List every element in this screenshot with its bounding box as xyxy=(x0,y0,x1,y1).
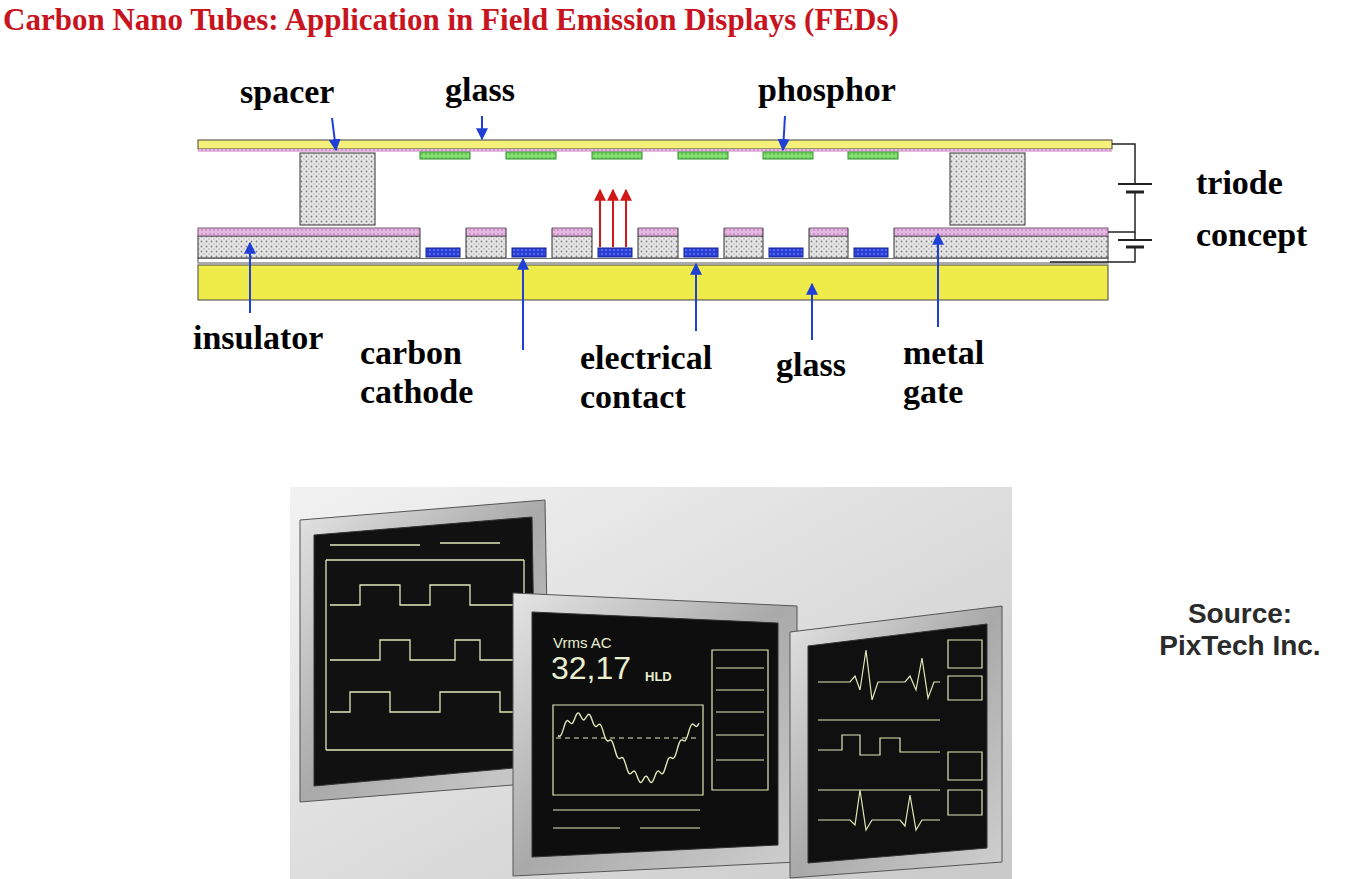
battery-symbol xyxy=(1118,239,1152,241)
part-label: spacer xyxy=(240,72,334,111)
screen-trace xyxy=(556,738,700,739)
carbon-cathode xyxy=(598,248,632,257)
screen-trace xyxy=(558,713,699,783)
screen-trace xyxy=(818,789,940,790)
part-label: glass xyxy=(445,70,515,109)
source-note: Source: PixTech Inc. xyxy=(1140,598,1340,662)
display-screen xyxy=(532,612,778,857)
screen-trace xyxy=(818,719,940,720)
spacer-block xyxy=(300,153,375,225)
leader-arrow xyxy=(783,116,785,150)
screen-trace xyxy=(818,735,940,755)
cavity-wall xyxy=(506,228,552,258)
screen-trace xyxy=(948,790,982,815)
display-screen xyxy=(314,517,536,786)
phosphor-strip xyxy=(420,152,470,159)
leader-arrow xyxy=(695,264,697,331)
carbon-cathode xyxy=(684,248,718,257)
carbon-cathode xyxy=(426,248,460,257)
part-label: metal gate xyxy=(903,333,1003,411)
part-label: insulator xyxy=(193,318,323,357)
leader-arrow xyxy=(811,284,813,340)
part-label: glass xyxy=(776,345,846,384)
cavity xyxy=(592,227,638,258)
cavity-wall xyxy=(848,228,894,258)
screen-trace xyxy=(553,810,700,828)
screen-text: HLD xyxy=(645,670,672,685)
emission-arrow xyxy=(612,190,614,247)
leader-arrow xyxy=(332,118,336,150)
cavity-wall xyxy=(592,228,638,258)
phosphor-strip xyxy=(592,152,642,159)
leader-arrow xyxy=(937,234,939,327)
carbon-cathode xyxy=(512,248,546,257)
wire xyxy=(1050,247,1135,262)
screen-trace xyxy=(948,752,982,780)
part-label: carbon cathode xyxy=(360,333,485,411)
metal-gate-layer xyxy=(198,228,1108,236)
part-label: phosphor xyxy=(758,70,896,109)
screen-trace xyxy=(326,559,524,560)
screen-text: 32,17 xyxy=(551,650,631,687)
spacer-block xyxy=(950,153,1025,225)
display-photo xyxy=(290,487,1012,879)
display-frame xyxy=(790,606,1002,878)
wire xyxy=(1108,192,1135,232)
screen-trace xyxy=(330,585,524,605)
contact-layer xyxy=(198,258,1108,263)
cavity-wall xyxy=(678,228,724,258)
screen-trace xyxy=(818,790,940,830)
screen-trace xyxy=(440,542,500,543)
photo-background xyxy=(290,487,1012,879)
screen-trace xyxy=(948,676,982,700)
cavity xyxy=(506,227,552,258)
display-screen xyxy=(808,624,987,863)
screen-trace xyxy=(330,544,420,545)
screen-trace xyxy=(553,705,703,795)
bottom-glass xyxy=(198,265,1108,300)
leader-arrow xyxy=(249,243,251,313)
screen-trace xyxy=(330,640,524,660)
wire xyxy=(1134,232,1136,240)
cavity xyxy=(763,227,809,258)
screen-trace xyxy=(716,668,764,760)
screen-trace xyxy=(948,640,982,668)
phosphor-strip xyxy=(678,152,728,159)
battery-symbol xyxy=(1118,183,1152,185)
phosphor-strip xyxy=(848,152,898,159)
carbon-cathode xyxy=(769,248,803,257)
carbon-cathode xyxy=(854,248,888,257)
lines xyxy=(250,116,1152,350)
insulator-layer xyxy=(198,236,1108,258)
part-label: electrical contact xyxy=(580,338,730,416)
leader-arrow xyxy=(481,116,483,139)
leader-arrow xyxy=(522,259,524,350)
screen-trace xyxy=(326,749,524,750)
cavity xyxy=(678,227,724,258)
display-frame xyxy=(513,593,797,876)
circuit-label: triode concept xyxy=(1196,157,1326,261)
screen-trace xyxy=(712,650,768,790)
cavity xyxy=(848,227,894,258)
screen-text: Vrms AC xyxy=(553,634,612,651)
phosphor-strip xyxy=(763,152,813,159)
emission-arrow xyxy=(625,190,627,247)
screen-trace xyxy=(325,560,326,750)
cavity xyxy=(420,227,466,258)
cavity-wall xyxy=(763,228,809,258)
cross-section xyxy=(198,140,1112,300)
screen-trace xyxy=(818,650,940,700)
cavity-wall xyxy=(420,228,466,258)
title: Carbon Nano Tubes: Application in Field … xyxy=(3,2,899,38)
screen-trace xyxy=(330,692,524,712)
wire xyxy=(1112,144,1135,184)
emission-arrow xyxy=(599,190,601,247)
phosphor-strip xyxy=(506,152,556,159)
